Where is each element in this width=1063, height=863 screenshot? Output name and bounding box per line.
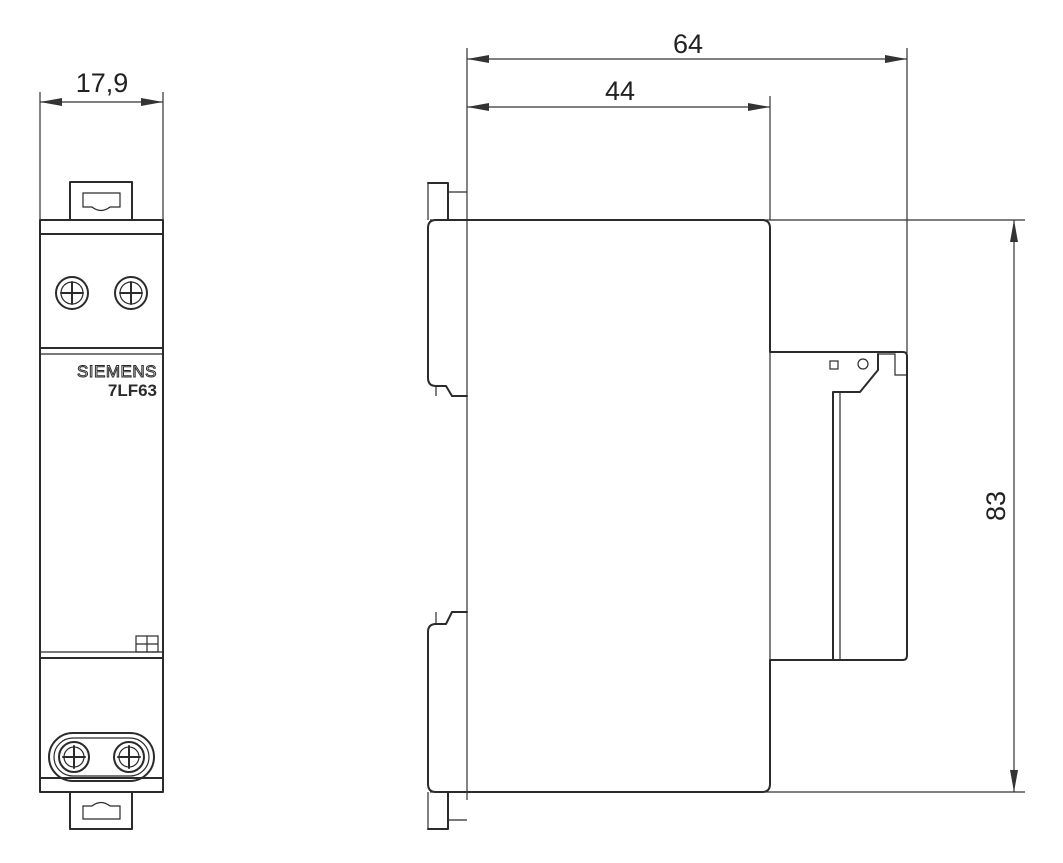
front-width-label: 17,9: [76, 68, 129, 98]
side-view: 64 44 83: [427, 29, 1025, 830]
front-width-dimension: 17,9: [39, 68, 164, 220]
top-terminal-screw-right: [114, 276, 148, 310]
front-depth-label: 44: [605, 76, 635, 106]
bottom-terminal-block: [48, 732, 155, 782]
side-depth-dimension: 64: [466, 29, 908, 800]
side-front-depth-dimension: 44: [467, 76, 771, 220]
indicator-block: [135, 635, 159, 653]
bottom-terminal-screw-left: [58, 741, 90, 773]
depth-label: 64: [673, 29, 703, 59]
height-label: 83: [981, 491, 1011, 521]
front-view: 17,9 SIEMENS 7LF63: [39, 68, 164, 830]
bottom-terminal-screw-right: [113, 741, 145, 773]
rear-din-clip-bottom: [427, 791, 467, 830]
side-housing-outline: [466, 219, 908, 793]
rear-din-clip-top: [427, 182, 467, 221]
bottom-din-clip: [69, 791, 133, 830]
front-body-outline: [39, 219, 164, 793]
actuator-region: [769, 352, 907, 661]
rear-profile: [427, 219, 468, 793]
side-height-dimension: 83: [430, 219, 1025, 793]
top-terminal-screw-left: [55, 276, 89, 310]
model-label: 7LF63: [108, 381, 157, 400]
brand-label: SIEMENS: [77, 362, 157, 381]
top-din-clip: [69, 181, 133, 221]
